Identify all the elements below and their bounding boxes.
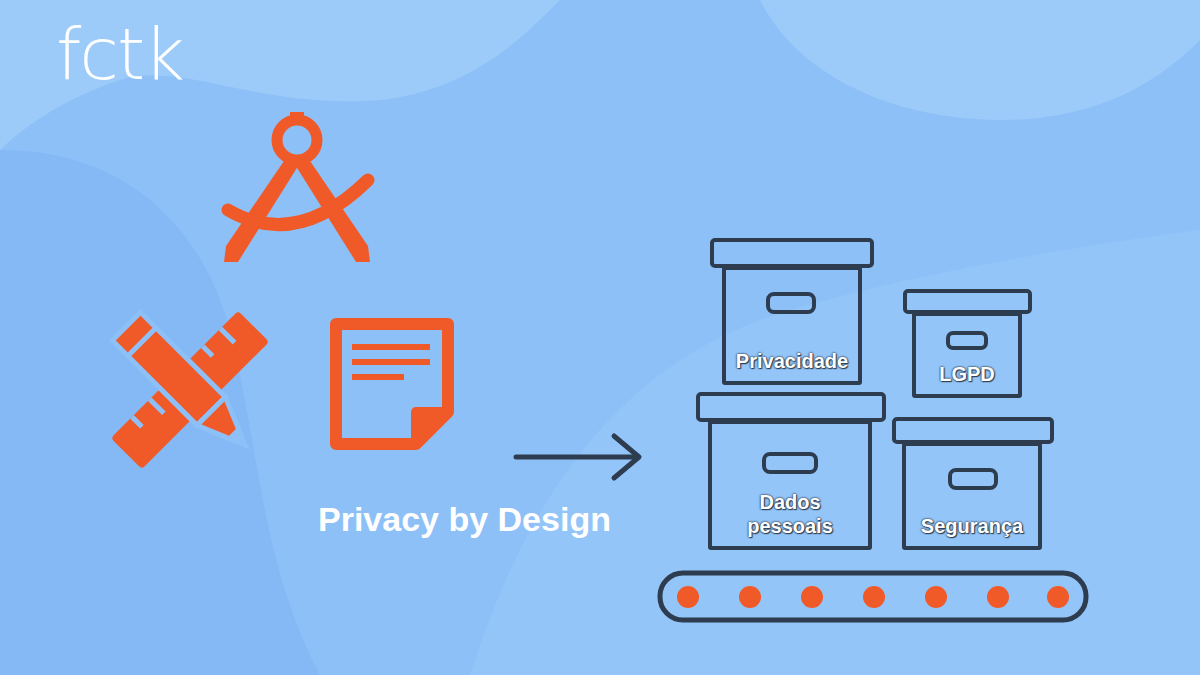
flow-arrow bbox=[516, 436, 639, 478]
storage-box: Privacidade bbox=[722, 266, 862, 385]
conveyor-roller bbox=[863, 586, 885, 608]
tagline: Privacy by Design bbox=[318, 500, 611, 539]
conveyor-roller bbox=[925, 586, 947, 608]
background-blob bbox=[760, 0, 1200, 120]
box-label: Segurança bbox=[921, 514, 1023, 538]
background-blob bbox=[470, 230, 1200, 675]
logo-text: fctk bbox=[56, 12, 183, 96]
box-label: LGPD bbox=[939, 362, 995, 386]
conveyor-roller bbox=[987, 586, 1009, 608]
conveyor-roller bbox=[801, 586, 823, 608]
conveyor-belt bbox=[660, 573, 1086, 620]
box-lids bbox=[698, 240, 1052, 488]
storage-box: LGPD bbox=[912, 312, 1022, 398]
conveyor-roller bbox=[1047, 586, 1069, 608]
storage-box: Segurança bbox=[902, 442, 1042, 550]
box-label: Dados pessoais bbox=[718, 490, 862, 538]
document-icon bbox=[336, 324, 448, 444]
storage-box: Dados pessoais bbox=[708, 420, 872, 550]
box-label: Privacidade bbox=[736, 349, 848, 373]
conveyor-roller bbox=[677, 586, 699, 608]
conveyor-roller bbox=[739, 586, 761, 608]
compass-icon bbox=[224, 112, 370, 262]
pencil-ruler-icon bbox=[111, 311, 269, 469]
